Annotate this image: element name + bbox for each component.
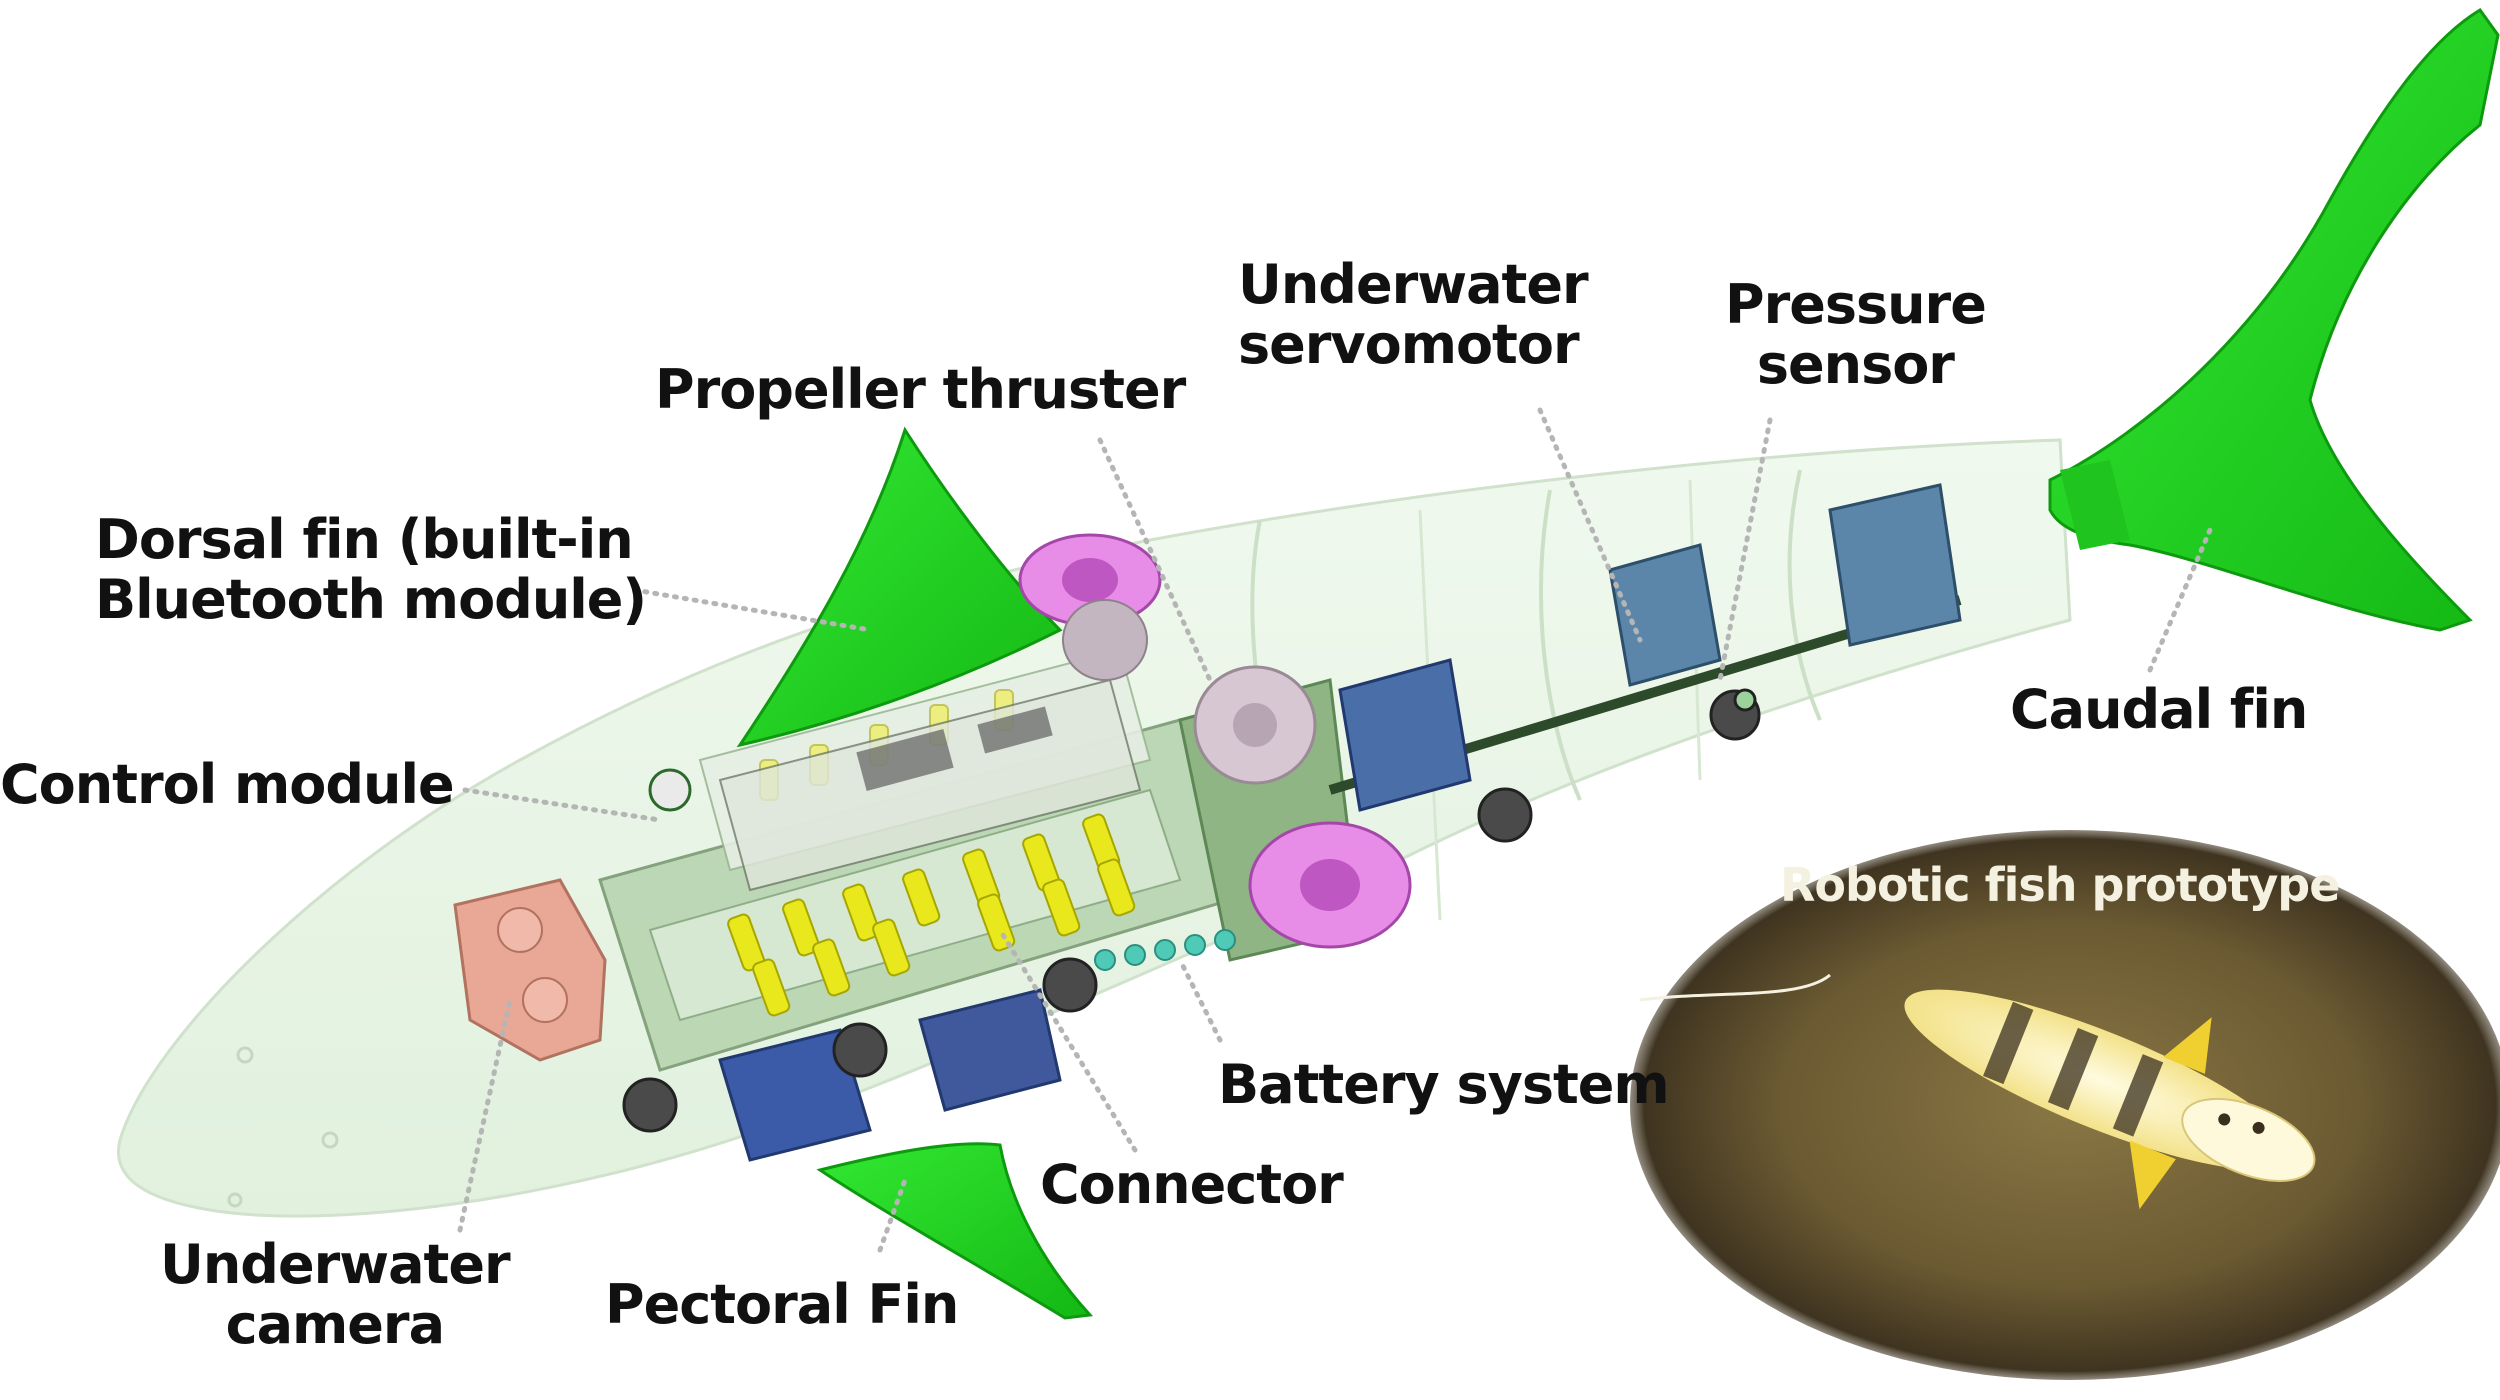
leader-propeller <box>1097 437 1213 683</box>
leader-servomotor <box>1537 407 1643 643</box>
prototype-inset-title: Robotic fish prototype <box>1780 858 2340 912</box>
label-dorsal-fin-line2: Bluetooth module) <box>95 568 647 632</box>
servo-boxes <box>718 483 1962 1162</box>
propeller-thrusters <box>1018 533 1412 949</box>
label-pectoral-fin: Pectoral Fin <box>605 1273 959 1336</box>
label-battery-system-text: Battery system <box>1218 1053 1670 1116</box>
label-control-module-text: Control module <box>0 753 455 816</box>
leader-control <box>462 787 663 823</box>
teal-connectors <box>1094 929 1236 971</box>
label-battery-system: Battery system <box>1218 1053 1670 1116</box>
leader-dorsal <box>632 587 873 633</box>
leader-camera <box>457 997 513 1233</box>
label-underwater-camera-line1: Underwater <box>160 1233 511 1296</box>
motor-cylinders <box>622 688 1761 1133</box>
camera-unit <box>453 878 607 1062</box>
label-dorsal-fin-line1: Dorsal fin (built-in <box>95 508 634 571</box>
label-pectoral-fin-text: Pectoral Fin <box>605 1273 959 1336</box>
control-board <box>648 678 1142 892</box>
prototype-inset <box>1630 830 2500 1380</box>
pectoral-fin-shape <box>816 1142 1094 1320</box>
label-dorsal-fin: Dorsal fin (built-in Bluetooth module) <box>95 508 647 632</box>
label-underwater-camera-line2: camera <box>225 1293 445 1357</box>
label-pressure-sensor-line2: sensor <box>1756 333 1955 397</box>
dorsal-fin-shape <box>736 426 1063 748</box>
leader-lines <box>457 407 2213 1253</box>
label-propeller-thruster-text: Propeller thruster <box>655 358 1186 421</box>
leader-connector <box>997 927 1138 1153</box>
label-pressure-sensor-line1: Pressure <box>1725 273 1987 336</box>
leader-battery <box>1177 957 1223 1043</box>
label-underwater-servomotor: Underwater servomotor <box>1238 253 1589 377</box>
label-pressure-sensor: Pressure sensor <box>1725 273 1987 397</box>
leader-pressure <box>1717 417 1773 683</box>
label-propeller-thruster: Propeller thruster <box>655 358 1186 421</box>
label-underwater-camera: Underwater camera <box>160 1233 511 1357</box>
label-underwater-servomotor-line1: Underwater <box>1238 253 1589 316</box>
label-connector-text: Connector <box>1040 1153 1344 1216</box>
caudal-fin-shape <box>2048 8 2500 632</box>
label-caudal-fin-text: Caudal fin <box>2010 678 2308 741</box>
label-connector: Connector <box>1040 1153 1344 1216</box>
label-underwater-servomotor-line2: servomotor <box>1238 313 1580 377</box>
label-control-module: Control module <box>0 753 455 816</box>
label-caudal-fin: Caudal fin <box>2010 678 2308 741</box>
leader-pectoral <box>877 1177 908 1253</box>
